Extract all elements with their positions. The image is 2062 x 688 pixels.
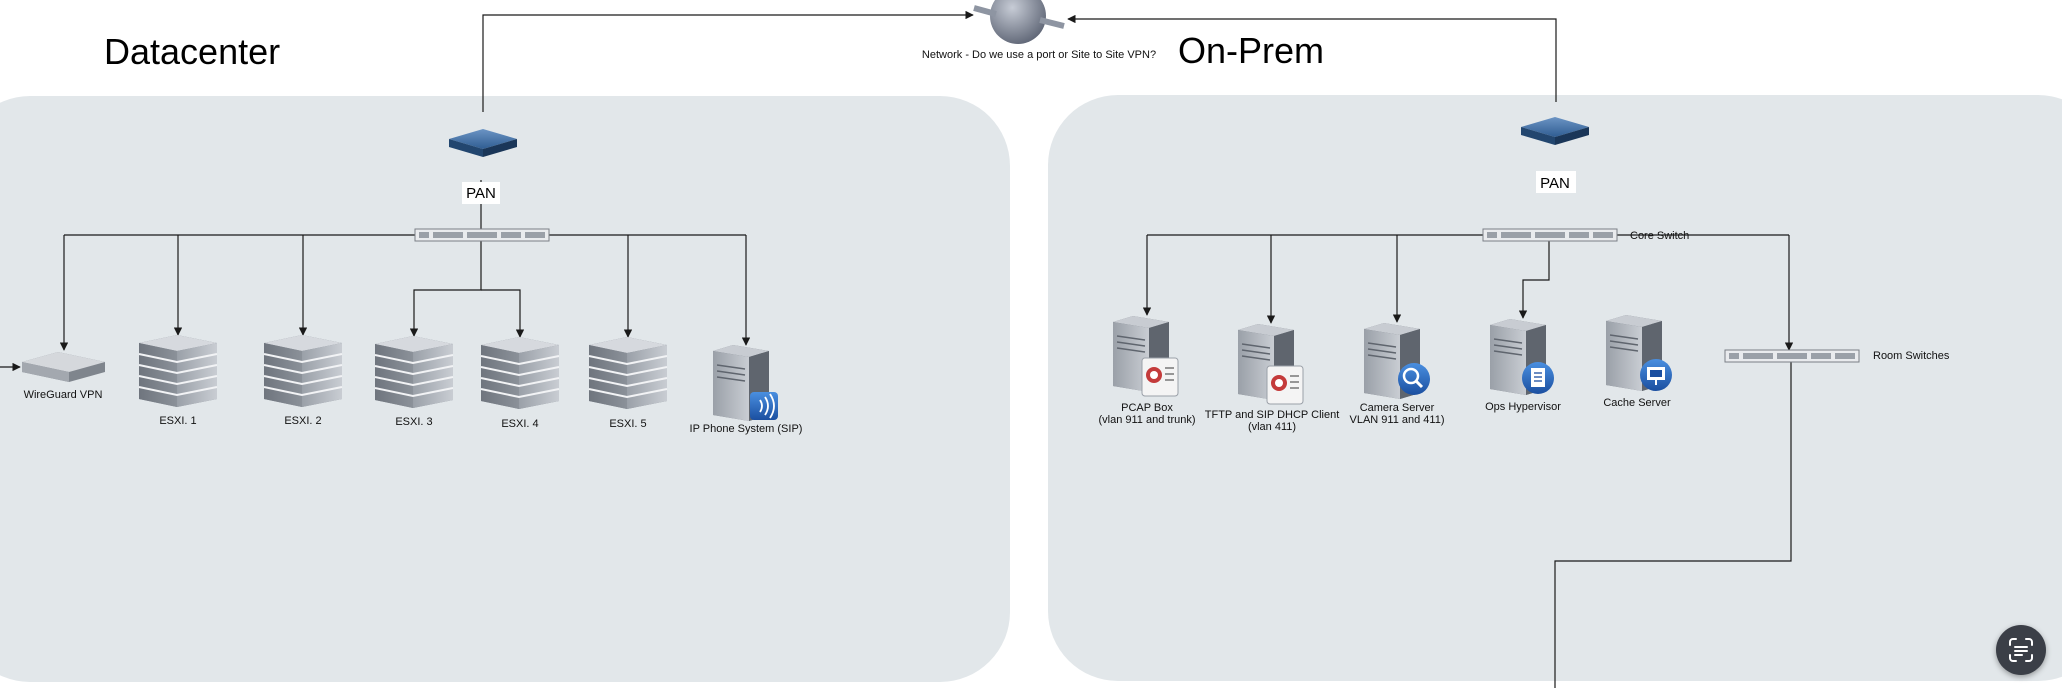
esxi1-server-icon bbox=[138, 334, 218, 408]
tftp-label-line1: TFTP and SIP DHCP Client bbox=[1205, 409, 1340, 421]
pcap-label-line2: (vlan 911 and trunk) bbox=[1098, 414, 1195, 426]
network-label: Network - Do we use a port or Site to Si… bbox=[922, 49, 1156, 61]
room-switches-label: Room Switches bbox=[1873, 350, 1950, 362]
esxi2-label: ESXI. 2 bbox=[284, 415, 321, 427]
network-globe-icon bbox=[973, 0, 1065, 44]
onprem-title: On-Prem bbox=[1178, 30, 1324, 71]
tftp-label-line2: (vlan 411) bbox=[1248, 421, 1296, 433]
text-scan-icon bbox=[2009, 638, 2033, 662]
datacenter-pan-label: PAN bbox=[466, 185, 496, 202]
cache-monitor-badge-icon bbox=[1640, 359, 1672, 391]
ip-phone-label: IP Phone System (SIP) bbox=[690, 423, 803, 435]
esxi5-label: ESXI. 5 bbox=[609, 418, 646, 430]
esxi1-label: ESXI. 1 bbox=[159, 415, 196, 427]
ops-hypervisor-label: Ops Hypervisor bbox=[1485, 401, 1561, 413]
onprem-uplink bbox=[1067, 14, 1557, 102]
camera-search-badge-icon bbox=[1398, 363, 1430, 395]
esxi3-label: ESXI. 3 bbox=[395, 416, 432, 428]
camera-label-line1: Camera Server bbox=[1360, 402, 1435, 414]
esxi2-server-icon bbox=[263, 334, 343, 408]
esxi5-server-icon bbox=[588, 336, 668, 410]
pcap-certificate-badge-icon bbox=[1141, 357, 1179, 397]
tftp-certificate-badge-icon bbox=[1266, 365, 1304, 405]
core-switch-icon bbox=[1482, 228, 1618, 242]
phone-wireless-badge-icon bbox=[750, 392, 778, 420]
wireguard-vpn-icon bbox=[22, 352, 105, 382]
core-switch-label: Core Switch bbox=[1630, 230, 1689, 242]
onprem-region bbox=[1048, 95, 2062, 681]
pcap-label-line1: PCAP Box bbox=[1121, 402, 1173, 414]
datacenter-uplink bbox=[482, 10, 974, 112]
text-scan-button[interactable] bbox=[1996, 625, 2046, 675]
room-switches-icon bbox=[1724, 349, 1860, 363]
onprem-pan-label: PAN bbox=[1540, 175, 1570, 192]
esxi4-server-icon bbox=[480, 336, 560, 410]
ops-document-badge-icon bbox=[1522, 362, 1554, 394]
cache-server-label: Cache Server bbox=[1603, 397, 1671, 409]
datacenter-switch-icon bbox=[414, 228, 550, 242]
esxi3-server-icon bbox=[374, 335, 454, 409]
esxi4-label: ESXI. 4 bbox=[501, 418, 538, 430]
camera-label-line2: VLAN 911 and 411) bbox=[1350, 414, 1445, 426]
wireguard-label: WireGuard VPN bbox=[24, 389, 103, 401]
datacenter-title: Datacenter bbox=[104, 31, 280, 72]
